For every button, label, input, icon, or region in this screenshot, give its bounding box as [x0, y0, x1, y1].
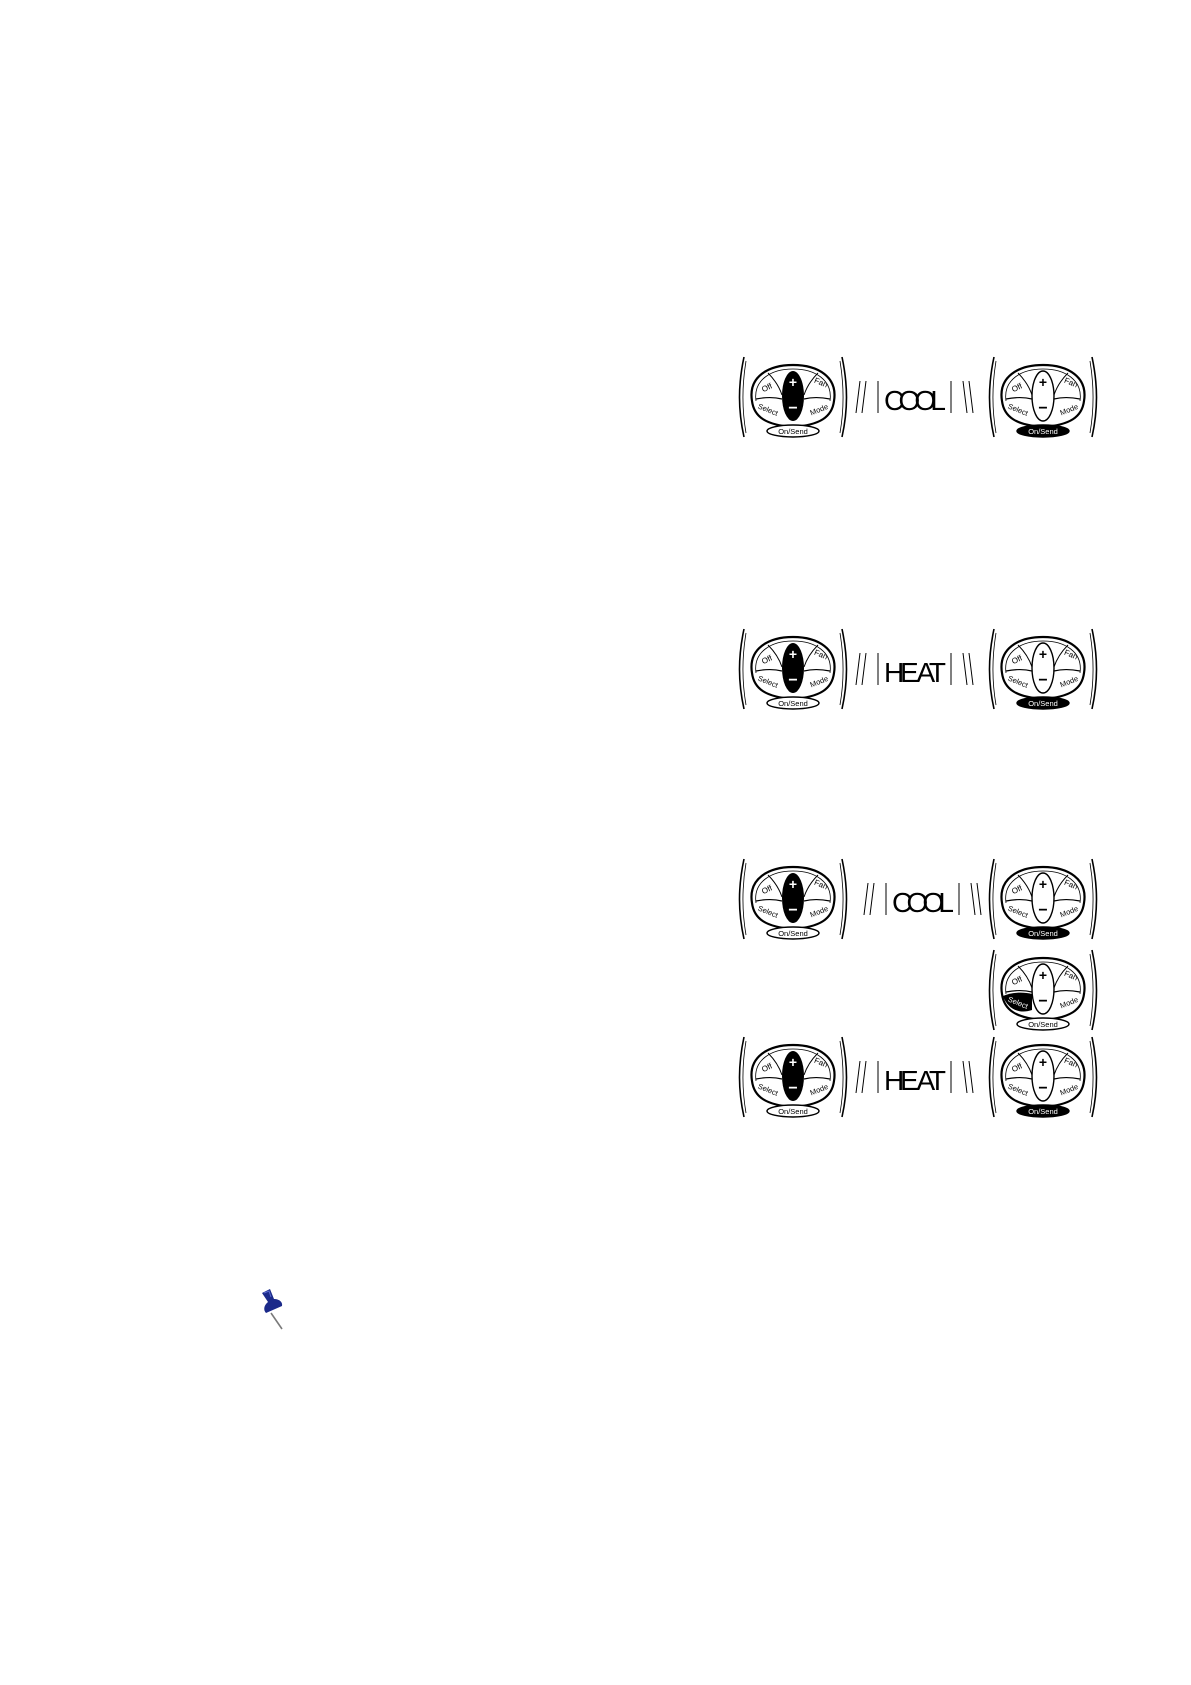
remote-keypad-select-pressed: + − Off Fan Select Mode On/Send — [988, 948, 1100, 1039]
step-row-select: + − Off Fan Select Mode On/Send — [988, 948, 1100, 1038]
plus-key: + — [789, 646, 797, 662]
plus-key: + — [1039, 374, 1047, 390]
remote-keypad-onsend-pressed: + − Off Fan Select Mode On/Send — [988, 1035, 1100, 1126]
on-send-key: On/Send — [1028, 1107, 1058, 1116]
minus-key: − — [788, 1080, 797, 1097]
step-row-heat-2: + − Off Fan Select Mode On/Send HE AT + … — [738, 1035, 1098, 1125]
plus-key: + — [1039, 646, 1047, 662]
on-send-key: On/Send — [778, 929, 808, 938]
plus-key: + — [1039, 876, 1047, 892]
minus-key: − — [788, 400, 797, 417]
plus-key: + — [1039, 1054, 1047, 1070]
lcd-text: COOL — [884, 385, 946, 416]
minus-key: − — [1038, 400, 1047, 417]
off-key: Off — [760, 1061, 774, 1074]
on-send-key: On/Send — [778, 699, 808, 708]
off-key: Off — [760, 653, 774, 666]
step-row-cool: + − Off Fan Select Mode On/Send COOL + −… — [738, 355, 1098, 445]
minus-key: − — [1038, 672, 1047, 689]
off-key: Off — [760, 381, 774, 394]
off-key: Off — [1010, 974, 1024, 987]
minus-key: − — [1038, 1080, 1047, 1097]
on-send-key: On/Send — [1028, 929, 1058, 938]
off-key: Off — [1010, 381, 1024, 394]
on-send-key: On/Send — [1028, 427, 1058, 436]
on-send-key: On/Send — [778, 427, 808, 436]
remote-keypad-plus-pressed: + − Off Fan Select Mode On/Send — [738, 355, 850, 446]
on-send-key: On/Send — [778, 1107, 808, 1116]
plus-key: + — [789, 374, 797, 390]
on-send-key: On/Send — [1028, 1020, 1058, 1029]
remote-keypad-onsend-pressed: + − Off Fan Select Mode On/Send — [988, 857, 1100, 948]
lcd-text: HE AT — [884, 657, 946, 688]
remote-keypad-onsend-pressed: + − Off Fan Select Mode On/Send — [988, 355, 1100, 446]
lcd-display: HE AT — [848, 1053, 983, 1108]
lcd-display: COOL — [848, 373, 983, 428]
lcd-display: HE AT — [848, 645, 983, 700]
off-key: Off — [1010, 653, 1024, 666]
step-row-heat: + − Off Fan Select Mode On/Send HE AT + … — [738, 627, 1098, 717]
lcd-text: HE AT — [884, 1065, 946, 1096]
off-key: Off — [760, 883, 774, 896]
lcd-display: COOL — [856, 875, 991, 930]
minus-key: − — [1038, 902, 1047, 919]
off-key: Off — [1010, 883, 1024, 896]
lcd-text: COOL — [892, 887, 954, 918]
plus-key: + — [1039, 967, 1047, 983]
off-key: Off — [1010, 1061, 1024, 1074]
remote-keypad-plus-pressed: + − Off Fan Select Mode On/Send — [738, 1035, 850, 1126]
remote-keypad-plus-pressed: + − Off Fan Select Mode On/Send — [738, 857, 850, 948]
minus-key: − — [788, 672, 797, 689]
pushpin-icon — [258, 1287, 292, 1336]
on-send-key: On/Send — [1028, 699, 1058, 708]
plus-key: + — [789, 1054, 797, 1070]
minus-key: − — [788, 902, 797, 919]
remote-keypad-onsend-pressed: + − Off Fan Select Mode On/Send — [988, 627, 1100, 718]
minus-key: − — [1038, 993, 1047, 1010]
step-row-cool-2: + − Off Fan Select Mode On/Send COOL + −… — [738, 857, 1098, 947]
remote-keypad-plus-pressed: + − Off Fan Select Mode On/Send — [738, 627, 850, 718]
plus-key: + — [789, 876, 797, 892]
